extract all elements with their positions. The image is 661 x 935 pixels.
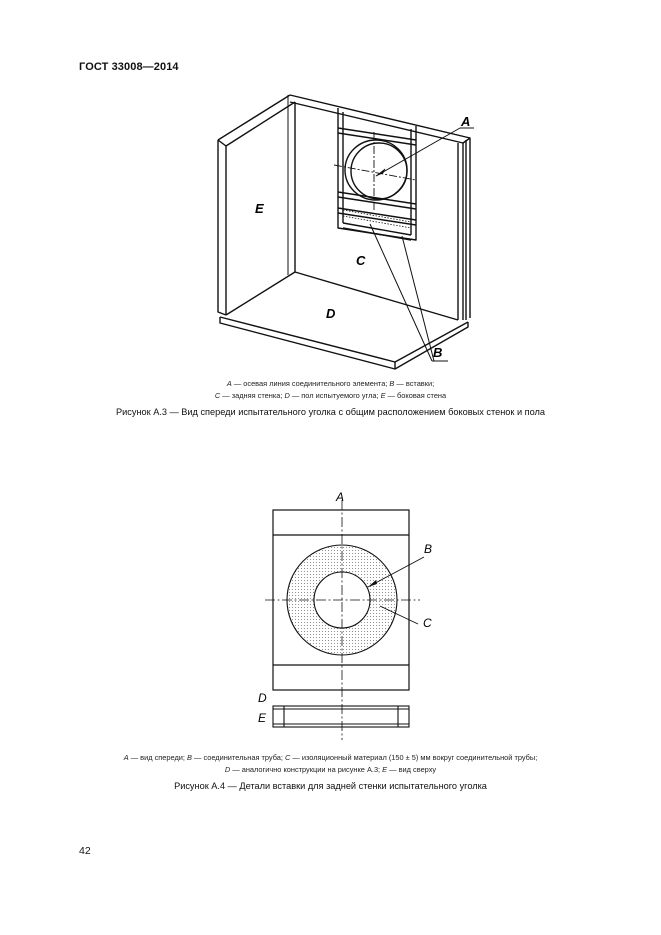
legend-key: B [389, 379, 395, 388]
figure-a3-legend: A — осевая линия соединительного элемент… [60, 378, 601, 401]
page-number: 42 [79, 845, 91, 857]
legend-text: — пол испытуемого угла; [289, 390, 381, 400]
legend-text: — боковая стена [385, 390, 447, 400]
legend-key: C [285, 753, 291, 762]
legend-text: — изоляционный материал (150 ± 5) мм вок… [290, 753, 538, 762]
legend-key: A [123, 753, 129, 762]
fig3-legend-line2: C — задняя стенка; D — пол испытуемого у… [60, 390, 601, 402]
legend-text: — вид сверху [387, 764, 437, 774]
fig3-label-A: A [460, 114, 470, 129]
fig4-label-A: A [335, 490, 344, 504]
legend-key: B [187, 753, 192, 762]
legend-key: D [224, 764, 231, 774]
fig4-label-E: E [258, 711, 267, 725]
fig4-label-C: C [423, 616, 432, 630]
figure-a4-drawing: A B C D E [258, 490, 432, 740]
fig3-label-B: B [433, 345, 442, 360]
fig4-label-B: B [424, 542, 432, 556]
fig4-label-D: D [258, 691, 267, 705]
fig3-label-D: D [326, 306, 336, 321]
figure-a3-caption: Рисунок А.3 — Вид спереди испытательного… [116, 407, 545, 417]
legend-key: D [284, 390, 290, 400]
standard-header: ГОСТ 33008—2014 [79, 61, 179, 73]
fig4-legend-line1: A — вид спереди; B — соединительная труб… [60, 752, 601, 764]
legend-text: — соединительная труба; [191, 753, 285, 762]
legend-text: — задняя стенка; [220, 390, 285, 400]
legend-key: E [380, 390, 386, 400]
legend-key: E [382, 764, 388, 774]
legend-text: — аналогично конструкции на рисунке А.3; [230, 764, 383, 774]
fig4-legend-line2: D — аналогично конструкции на рисунке А.… [60, 764, 601, 776]
legend-key: A [226, 379, 232, 388]
legend-key: C [214, 390, 221, 400]
figure-a4-legend: A — вид спереди; B — соединительная труб… [60, 752, 601, 775]
legend-text: — вид спереди; [128, 753, 188, 762]
fig3-label-E: E [255, 201, 264, 216]
legend-text: — вставки; [394, 379, 435, 388]
fig3-label-C: C [356, 253, 366, 268]
fig3-legend-line1: A — осевая линия соединительного элемент… [60, 378, 601, 390]
figure-a4-caption: Рисунок А.4 — Детали вставки для задней … [174, 781, 487, 791]
legend-text: — осевая линия соединительного элемента; [231, 379, 390, 388]
